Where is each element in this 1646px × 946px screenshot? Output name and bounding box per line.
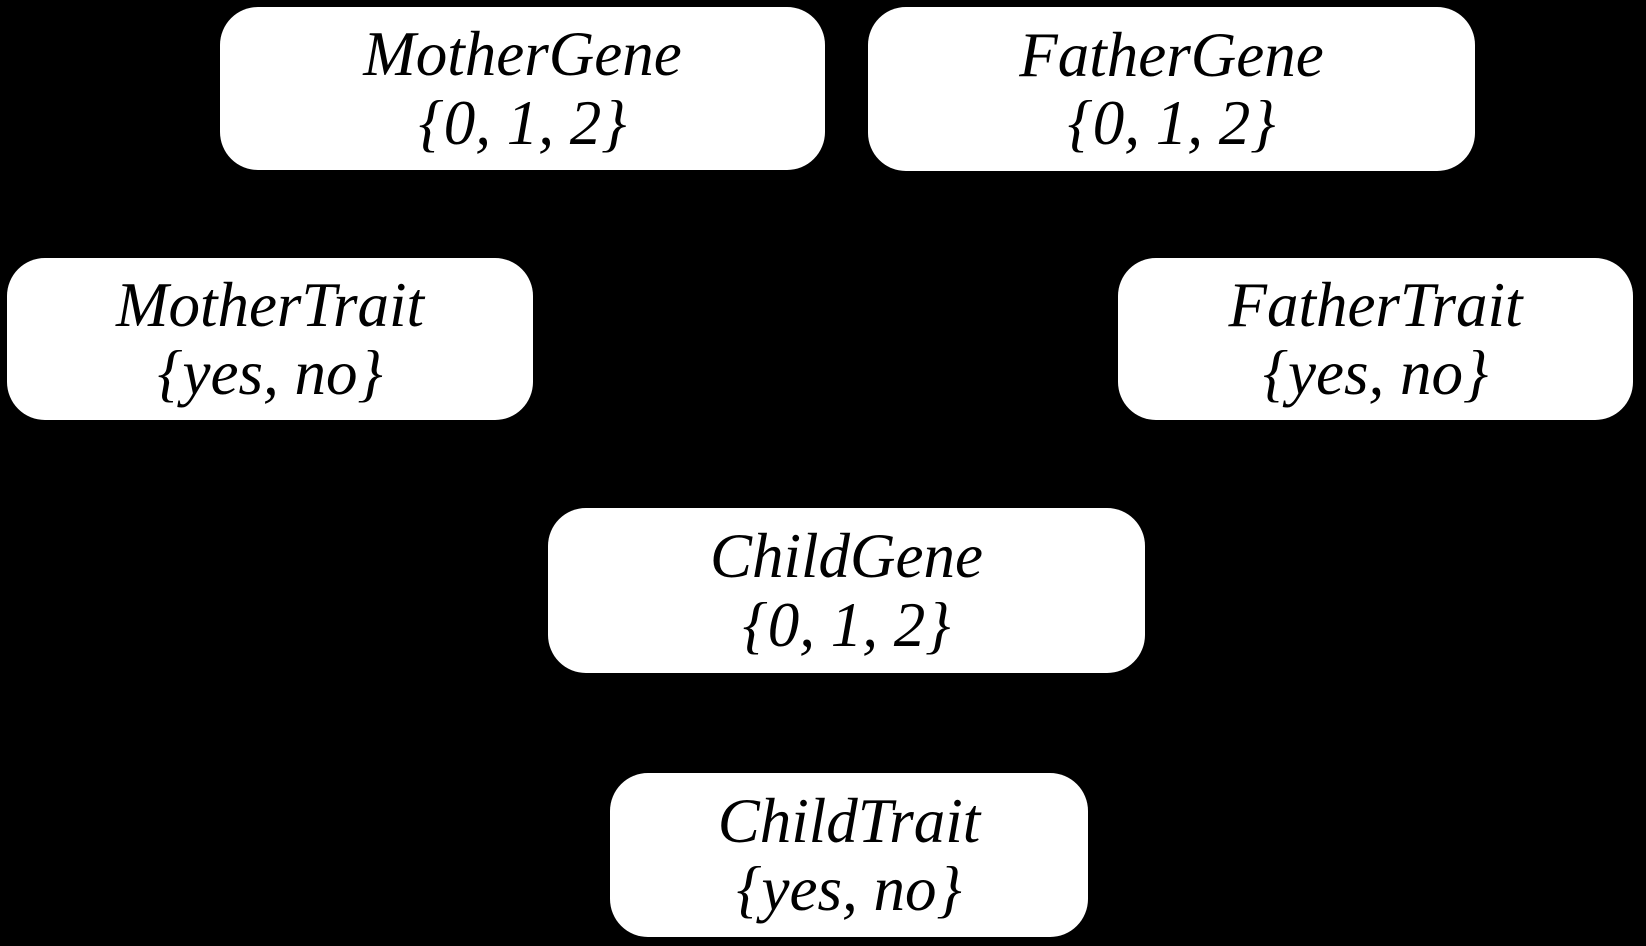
node-child-gene: ChildGene {0, 1, 2} <box>548 508 1145 673</box>
node-father-gene: FatherGene {0, 1, 2} <box>868 7 1475 171</box>
node-child-gene-domain: {0, 1, 2} <box>742 589 951 660</box>
node-mother-gene: MotherGene {0, 1, 2} <box>220 7 825 170</box>
node-father-gene-domain: {0, 1, 2} <box>1067 88 1276 158</box>
node-mother-trait-domain: {yes, no} <box>157 338 383 408</box>
node-father-trait-domain: {yes, no} <box>1262 338 1489 408</box>
node-father-trait-label: FatherTrait <box>1228 269 1523 340</box>
node-mother-trait: MotherTrait {yes, no} <box>7 258 533 420</box>
node-mother-gene-label: MotherGene <box>363 19 682 90</box>
node-mother-trait-label: MotherTrait <box>115 269 425 340</box>
node-child-gene-label: ChildGene <box>710 521 983 592</box>
node-child-trait-label: ChildTrait <box>717 785 981 856</box>
node-child-trait-domain: {yes, no} <box>736 854 962 924</box>
node-father-trait: FatherTrait {yes, no} <box>1118 258 1633 420</box>
node-child-trait: ChildTrait {yes, no} <box>610 773 1088 937</box>
node-mother-gene-domain: {0, 1, 2} <box>418 87 627 158</box>
node-father-gene-label: FatherGene <box>1019 19 1324 90</box>
